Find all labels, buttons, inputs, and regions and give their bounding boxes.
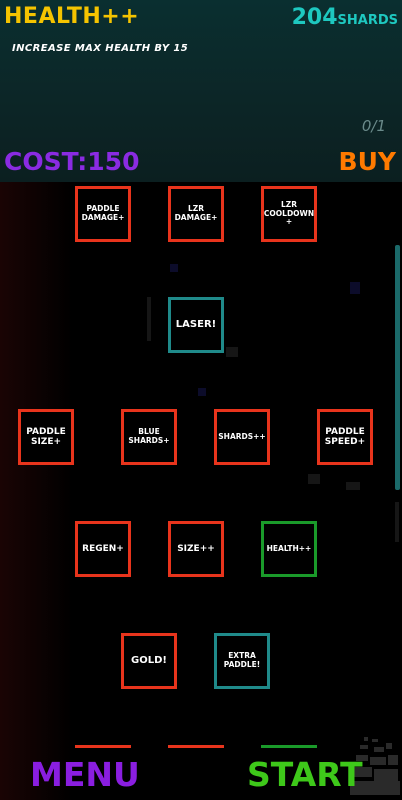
- background-debris: [346, 482, 360, 490]
- shards-count: 204: [291, 5, 338, 30]
- background-debris: [350, 282, 360, 294]
- glitch-noise-decoration: [350, 737, 400, 795]
- node-gold[interactable]: GOLD!: [121, 633, 177, 689]
- upgrade-info-panel: HEALTH++ 204SHARDS INCREASE MAX HEALTH B…: [0, 0, 402, 182]
- node-blue-shards[interactable]: BLUE SHARDS+: [121, 409, 177, 465]
- upgrade-progress: 0/1: [361, 117, 386, 135]
- background-debris: [198, 388, 206, 396]
- node-health[interactable]: HEALTH++: [261, 521, 317, 577]
- branch-indicator-green: [261, 745, 317, 748]
- upgrade-title: HEALTH++: [4, 4, 140, 29]
- branch-indicator-red: [168, 745, 224, 748]
- node-paddle-damage[interactable]: PADDLE DAMAGE+: [75, 186, 131, 242]
- node-laser[interactable]: LASER!: [168, 297, 224, 353]
- upgrade-cost: COST:150: [4, 147, 140, 176]
- node-regen[interactable]: REGEN+: [75, 521, 131, 577]
- menu-button[interactable]: MENU: [30, 755, 140, 794]
- background-debris: [147, 297, 151, 341]
- tree-scrollbar[interactable]: [395, 245, 400, 490]
- node-lzr-damage[interactable]: LZR DAMAGE+: [168, 186, 224, 242]
- node-lzr-cooldown[interactable]: LZR COOLDOWN +: [261, 186, 317, 242]
- background-debris: [308, 474, 320, 484]
- node-paddle-speed[interactable]: PADDLE SPEED+: [317, 409, 373, 465]
- node-size[interactable]: SIZE++: [168, 521, 224, 577]
- buy-button[interactable]: BUY: [338, 147, 396, 176]
- node-paddle-size[interactable]: PADDLE SIZE+: [18, 409, 74, 465]
- upgrade-description: INCREASE MAX HEALTH BY 15: [12, 43, 189, 54]
- shards-label: SHARDS: [337, 13, 398, 28]
- background-debris: [170, 264, 178, 272]
- start-button[interactable]: START: [247, 755, 363, 794]
- node-shards[interactable]: SHARDS++: [214, 409, 270, 465]
- background-debris: [226, 347, 238, 357]
- background-debris: [395, 502, 399, 542]
- node-extra-paddle[interactable]: EXTRA PADDLE!: [214, 633, 270, 689]
- shards-counter: 204SHARDS: [292, 5, 398, 30]
- branch-indicator-red: [75, 745, 131, 748]
- upgrade-tree: [0, 182, 402, 800]
